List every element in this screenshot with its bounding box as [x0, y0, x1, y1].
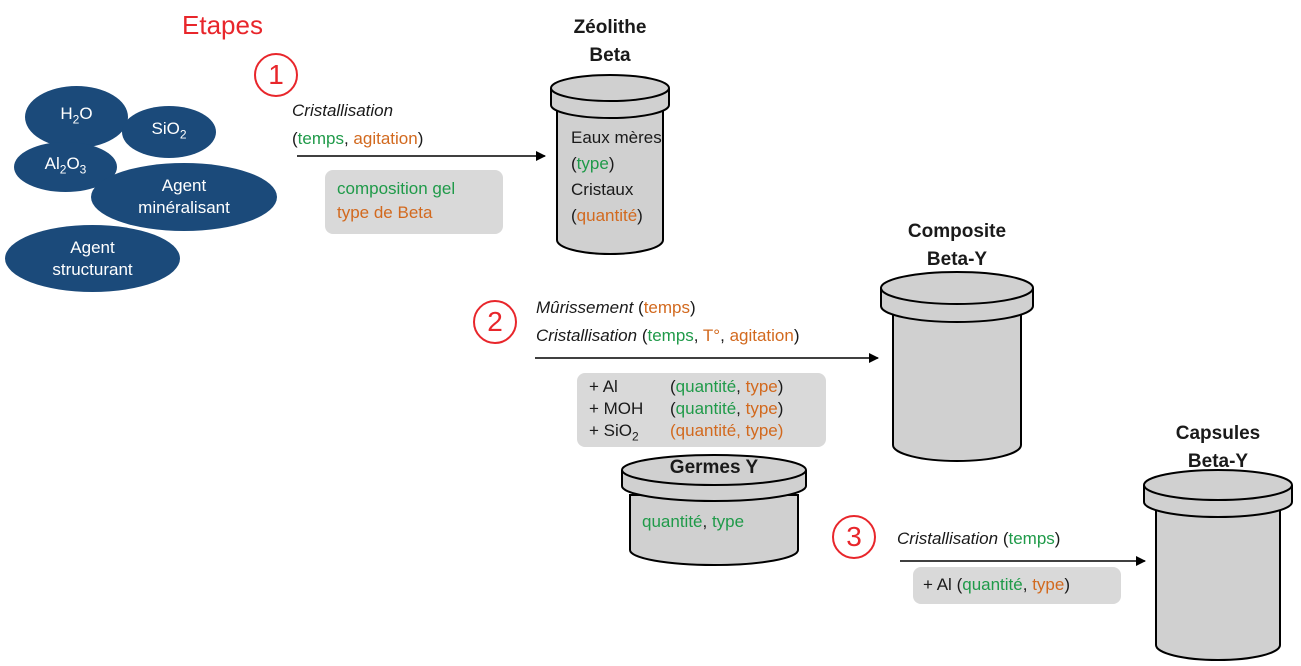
step1-box-line1: composition gel: [337, 179, 456, 198]
reagent-h2o: H2O: [25, 86, 128, 148]
step1-process-label: Cristallisation: [292, 101, 394, 120]
step2-line1: Mûrissement (temps): [536, 298, 696, 317]
step3-additions-box: + Al (quantité, type): [913, 567, 1121, 604]
step2-line2: Cristallisation (temps, T°, agitation): [536, 326, 800, 345]
jar-germes-y: [621, 454, 807, 566]
step-1-badge: 1: [254, 53, 298, 97]
step3-add-al: + Al (quantité, type): [923, 575, 1070, 594]
step1-box-line2: type de Beta: [337, 203, 433, 222]
jar-zeolithe-beta-content: Eaux mères (type) Cristaux (quantité): [571, 128, 662, 225]
step3-process-label: Cristallisation (temps): [897, 529, 1061, 548]
step2-additions-box: + Al(quantité, type) + MOH(quantité, typ…: [577, 373, 826, 447]
jar-zeolithe-beta: [550, 74, 670, 255]
step1-params: (temps, agitation): [292, 129, 424, 148]
reagent-sio2: SiO2: [122, 106, 216, 158]
step2-add-sio2: + SiO2(quantité, type): [589, 421, 784, 444]
step-3-badge: 3: [832, 515, 876, 559]
diagram-title: Etapes: [182, 10, 263, 40]
step2-add-moh: + MOH(quantité, type): [589, 399, 784, 418]
jar-composite-beta-y: [880, 271, 1034, 462]
step-2-badge: 2: [473, 300, 517, 344]
jar-germes-y-content: quantité, type: [642, 512, 745, 531]
jar-capsules-beta-y: [1143, 469, 1293, 661]
step1-conditions-box: composition gel type de Beta: [325, 170, 503, 234]
jar-germes-y-title: Germes Y: [669, 457, 759, 478]
step2-add-al: + Al(quantité, type): [589, 377, 784, 396]
